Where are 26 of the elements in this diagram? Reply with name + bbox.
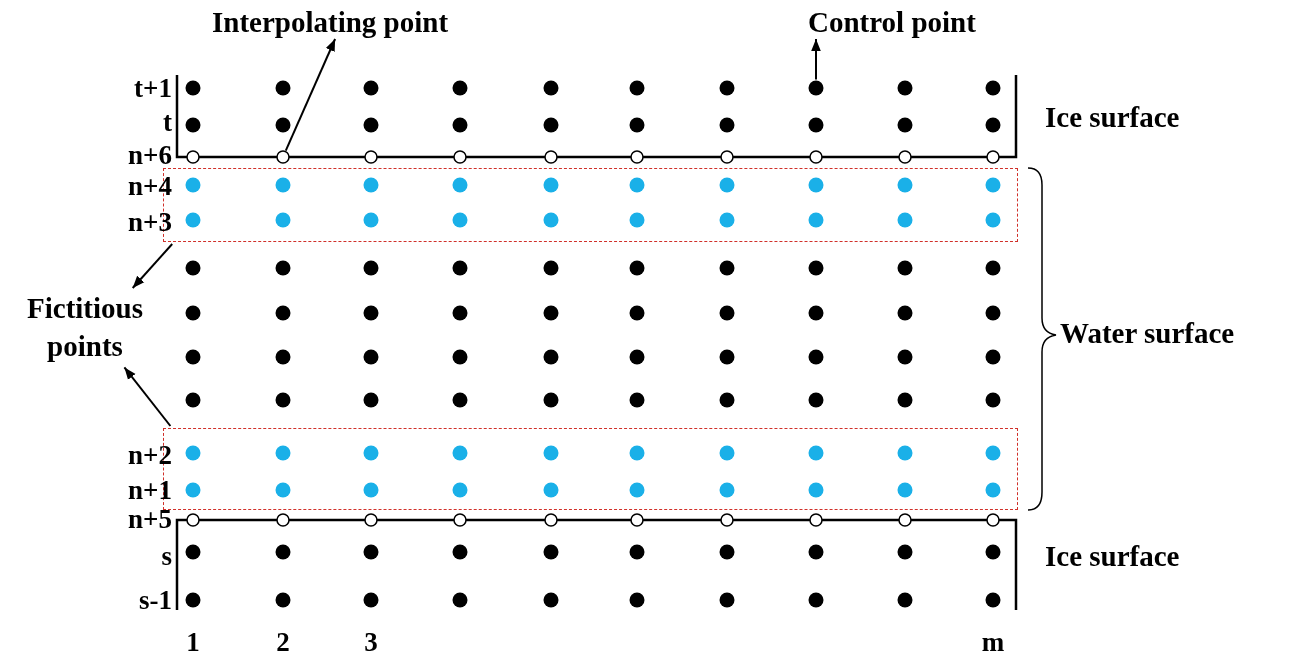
row-label: s	[161, 542, 172, 570]
row-label: n+2	[128, 441, 172, 469]
column-label: 2	[276, 628, 290, 656]
row-label: t+1	[134, 74, 172, 102]
control-point-dot	[808, 80, 824, 96]
annotation-label: Interpolating point	[212, 8, 449, 37]
row-label: s-1	[139, 586, 172, 614]
row-label: n+5	[128, 505, 172, 533]
row-label: n+4	[128, 172, 172, 200]
row-label: n+3	[128, 208, 172, 236]
region-label: Ice surface	[1045, 102, 1180, 132]
row-label: n+6	[128, 141, 172, 169]
arrow	[284, 38, 337, 152]
interpolating-point-circle	[276, 150, 290, 164]
annotation-label: Control point	[808, 8, 976, 37]
arrow	[123, 366, 172, 427]
region-label: Water surface	[1060, 318, 1235, 348]
annotation-label: Fictitious points	[5, 290, 165, 366]
row-label: n+1	[128, 476, 172, 504]
arrow	[811, 38, 821, 81]
column-label: m	[981, 628, 1005, 656]
column-label: 1	[186, 628, 200, 656]
column-label: 3	[364, 628, 378, 656]
region-label: Ice surface	[1045, 541, 1180, 571]
arrow	[131, 243, 174, 289]
row-label: t	[163, 108, 172, 136]
